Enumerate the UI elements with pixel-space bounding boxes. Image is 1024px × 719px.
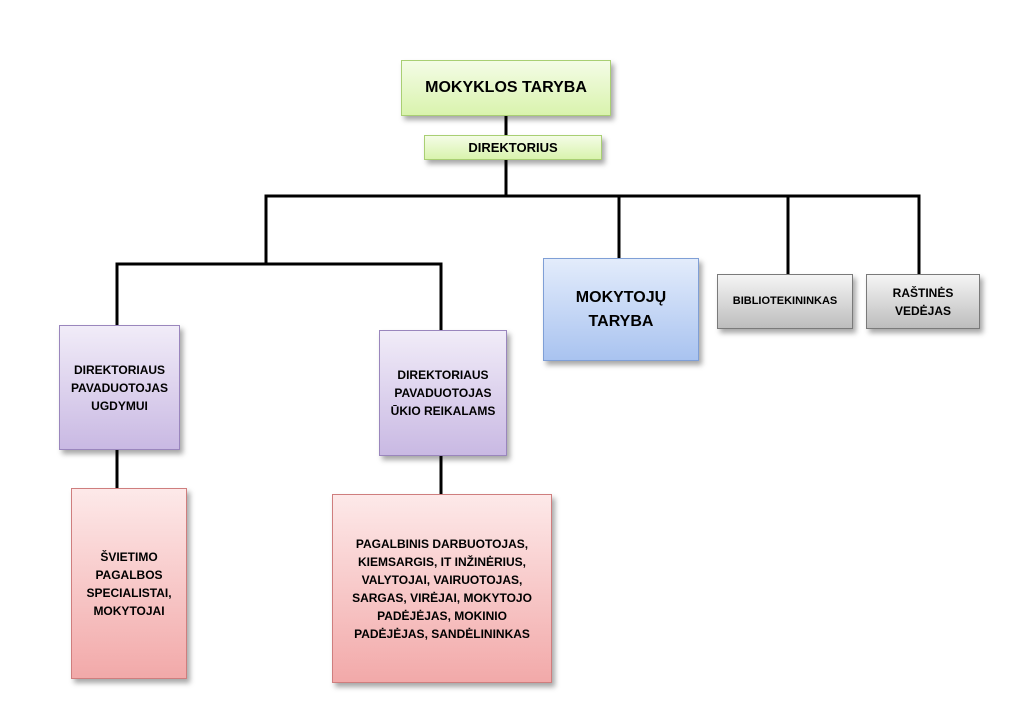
- node-bibliotekininkas: BIBLIOTEKININKAS: [717, 274, 853, 329]
- node-pagalbiniai-darbuotojai: PAGALBINIS DARBUOTOJAS, KIEMSARGIS, IT I…: [332, 494, 552, 683]
- node-pavaduotojas-ukio-reikalams: DIREKTORIAUS PAVADUOTOJAS ŪKIO REIKALAMS: [379, 330, 507, 456]
- node-mokytoju-taryba: MOKYTOJŲ TARYBA: [543, 258, 699, 361]
- node-direktorius: DIREKTORIUS: [424, 135, 602, 160]
- node-rastines-vedejas: RAŠTINĖS VEDĖJAS: [866, 274, 980, 329]
- node-pavaduotojas-ugdymui: DIREKTORIAUS PAVADUOTOJAS UGDYMUI: [59, 325, 180, 450]
- node-mokyklos-taryba: MOKYKLOS TARYBA: [401, 60, 611, 116]
- node-svietimo-pagalbos-specialistai: ŠVIETIMO PAGALBOS SPECIALISTAI, MOKYTOJA…: [71, 488, 187, 679]
